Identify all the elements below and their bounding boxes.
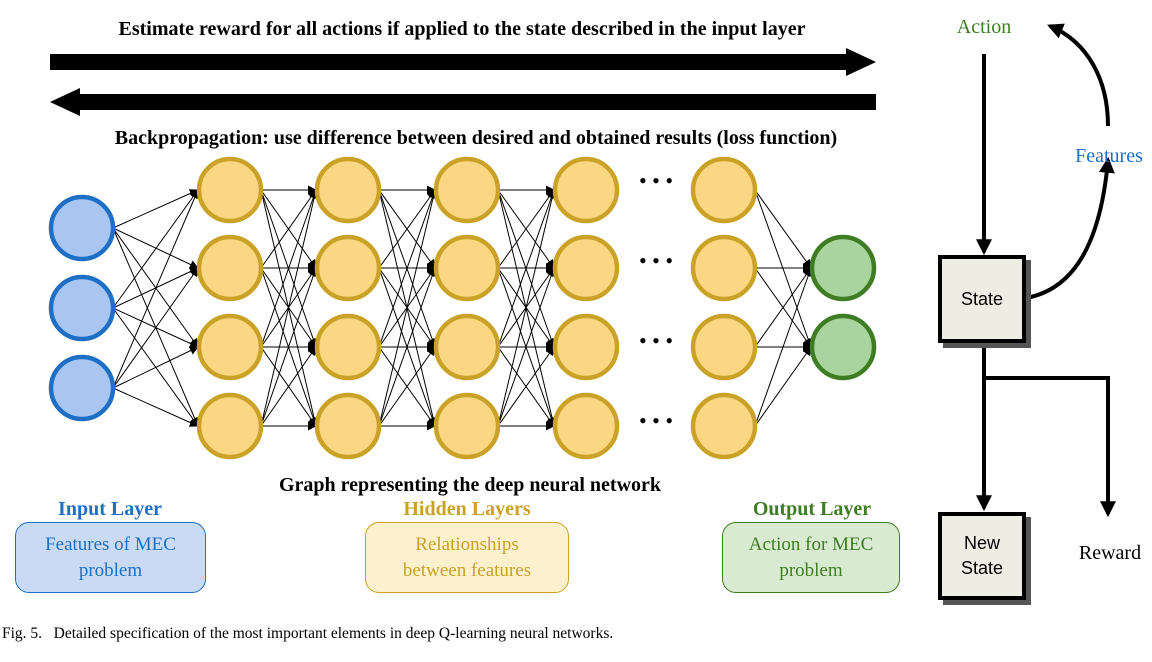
input-layer-title: Input Layer [58, 498, 162, 520]
connection-edge [497, 189, 555, 269]
connection-edge [260, 189, 318, 348]
network-edges [112, 185, 813, 431]
forward-arrow [50, 48, 876, 76]
hidden-3-node-2 [433, 234, 501, 302]
connection-edge [754, 267, 812, 348]
forward-arrow-label: Estimate reward for all actions if appli… [118, 18, 806, 40]
connection-edge [112, 189, 199, 229]
state-box: State [938, 255, 1026, 343]
connection-edge [497, 267, 556, 427]
state-to-features-arrow [1025, 156, 1115, 300]
ellipsis-row-2: • • • [638, 248, 674, 273]
rl-loop-arrows [976, 23, 1116, 518]
connection-edge [112, 189, 199, 309]
connection-edge [378, 267, 437, 427]
hidden-1-node-4 [196, 392, 264, 460]
hidden-4-node-3 [552, 313, 620, 381]
connection-edge [497, 189, 556, 348]
connection-edge [497, 189, 557, 427]
new-state-line1: New [963, 533, 1000, 553]
hidden-3-node-1 [433, 156, 501, 224]
hidden-n-node-1 [690, 156, 758, 224]
hidden-2-node-2 [314, 234, 382, 302]
connection-edge [112, 267, 199, 389]
connection-edge [112, 387, 199, 427]
figure-caption: Fig. 5. Detailed specification of the mo… [2, 625, 614, 642]
input-node-2 [48, 274, 116, 342]
connection-edge [754, 189, 812, 269]
output-desc-line2: problem [779, 559, 843, 581]
network-nodes [48, 156, 877, 460]
reward-label: Reward [1078, 542, 1142, 564]
hidden-1-node-1 [196, 156, 264, 224]
features-label: Features [1075, 145, 1143, 167]
output-node-2 [809, 313, 877, 381]
input-node-3 [48, 354, 116, 422]
hidden-3-node-4 [433, 392, 501, 460]
action-label: Action [956, 16, 1012, 38]
input-desc-line2: problem [78, 559, 143, 581]
backprop-arrow [50, 88, 876, 116]
hidden-1-node-3 [196, 313, 264, 381]
hidden-n-node-3 [690, 313, 758, 381]
hidden-4-node-2 [552, 234, 620, 302]
output-node-1 [809, 234, 877, 302]
hidden-1-node-2 [196, 234, 264, 302]
hidden-layers-title: Hidden Layers [403, 498, 531, 520]
hidden-n-node-4 [690, 392, 758, 460]
hidden-2-node-3 [314, 313, 382, 381]
connection-edge [112, 346, 199, 389]
connection-edge [497, 346, 555, 427]
connection-edge [378, 189, 438, 427]
connection-edge [378, 189, 436, 269]
features-to-action-arrow [1047, 23, 1110, 127]
ellipsis-row-3: • • • [638, 328, 674, 353]
hidden-3-node-3 [433, 313, 501, 381]
hidden-2-node-1 [314, 156, 382, 224]
hidden-layers-description: Relationships between features [365, 522, 569, 593]
hidden-n-node-2 [690, 234, 758, 302]
connection-edge [754, 267, 813, 427]
connection-edge [112, 189, 199, 389]
ellipsis-row-1: • • • [638, 168, 674, 193]
hidden-4-node-1 [552, 156, 620, 224]
network-caption: Graph representing the deep neural netwo… [278, 474, 662, 496]
connection-edge [260, 267, 318, 427]
new-state-line2: State [960, 558, 1004, 578]
connection-edge [754, 346, 812, 427]
connection-edge [260, 189, 317, 269]
connection-edge [112, 227, 199, 269]
hidden-desc-line2: between features [402, 559, 532, 581]
state-label: State [960, 288, 1004, 309]
hidden-2-node-4 [314, 392, 382, 460]
output-layer-title: Output Layer [752, 498, 872, 520]
connection-edge [260, 189, 319, 427]
ellipsis-row-4: • • • [638, 408, 674, 433]
output-desc-line1: Action for MEC [748, 533, 874, 555]
state-to-reward-arrow [984, 376, 1116, 518]
input-node-1 [48, 194, 116, 262]
output-layer-description: Action for MEC problem [722, 522, 900, 593]
hidden-4-node-4 [552, 392, 620, 460]
connection-edge [378, 346, 436, 427]
hidden-desc-line1: Relationships [415, 533, 519, 555]
input-desc-line1: Features of MEC [45, 533, 176, 555]
connection-edge [260, 346, 317, 427]
backprop-arrow-label: Backpropagation: use difference between … [114, 127, 838, 149]
input-layer-description: Features of MEC problem [15, 522, 206, 593]
connection-edge [378, 189, 437, 348]
